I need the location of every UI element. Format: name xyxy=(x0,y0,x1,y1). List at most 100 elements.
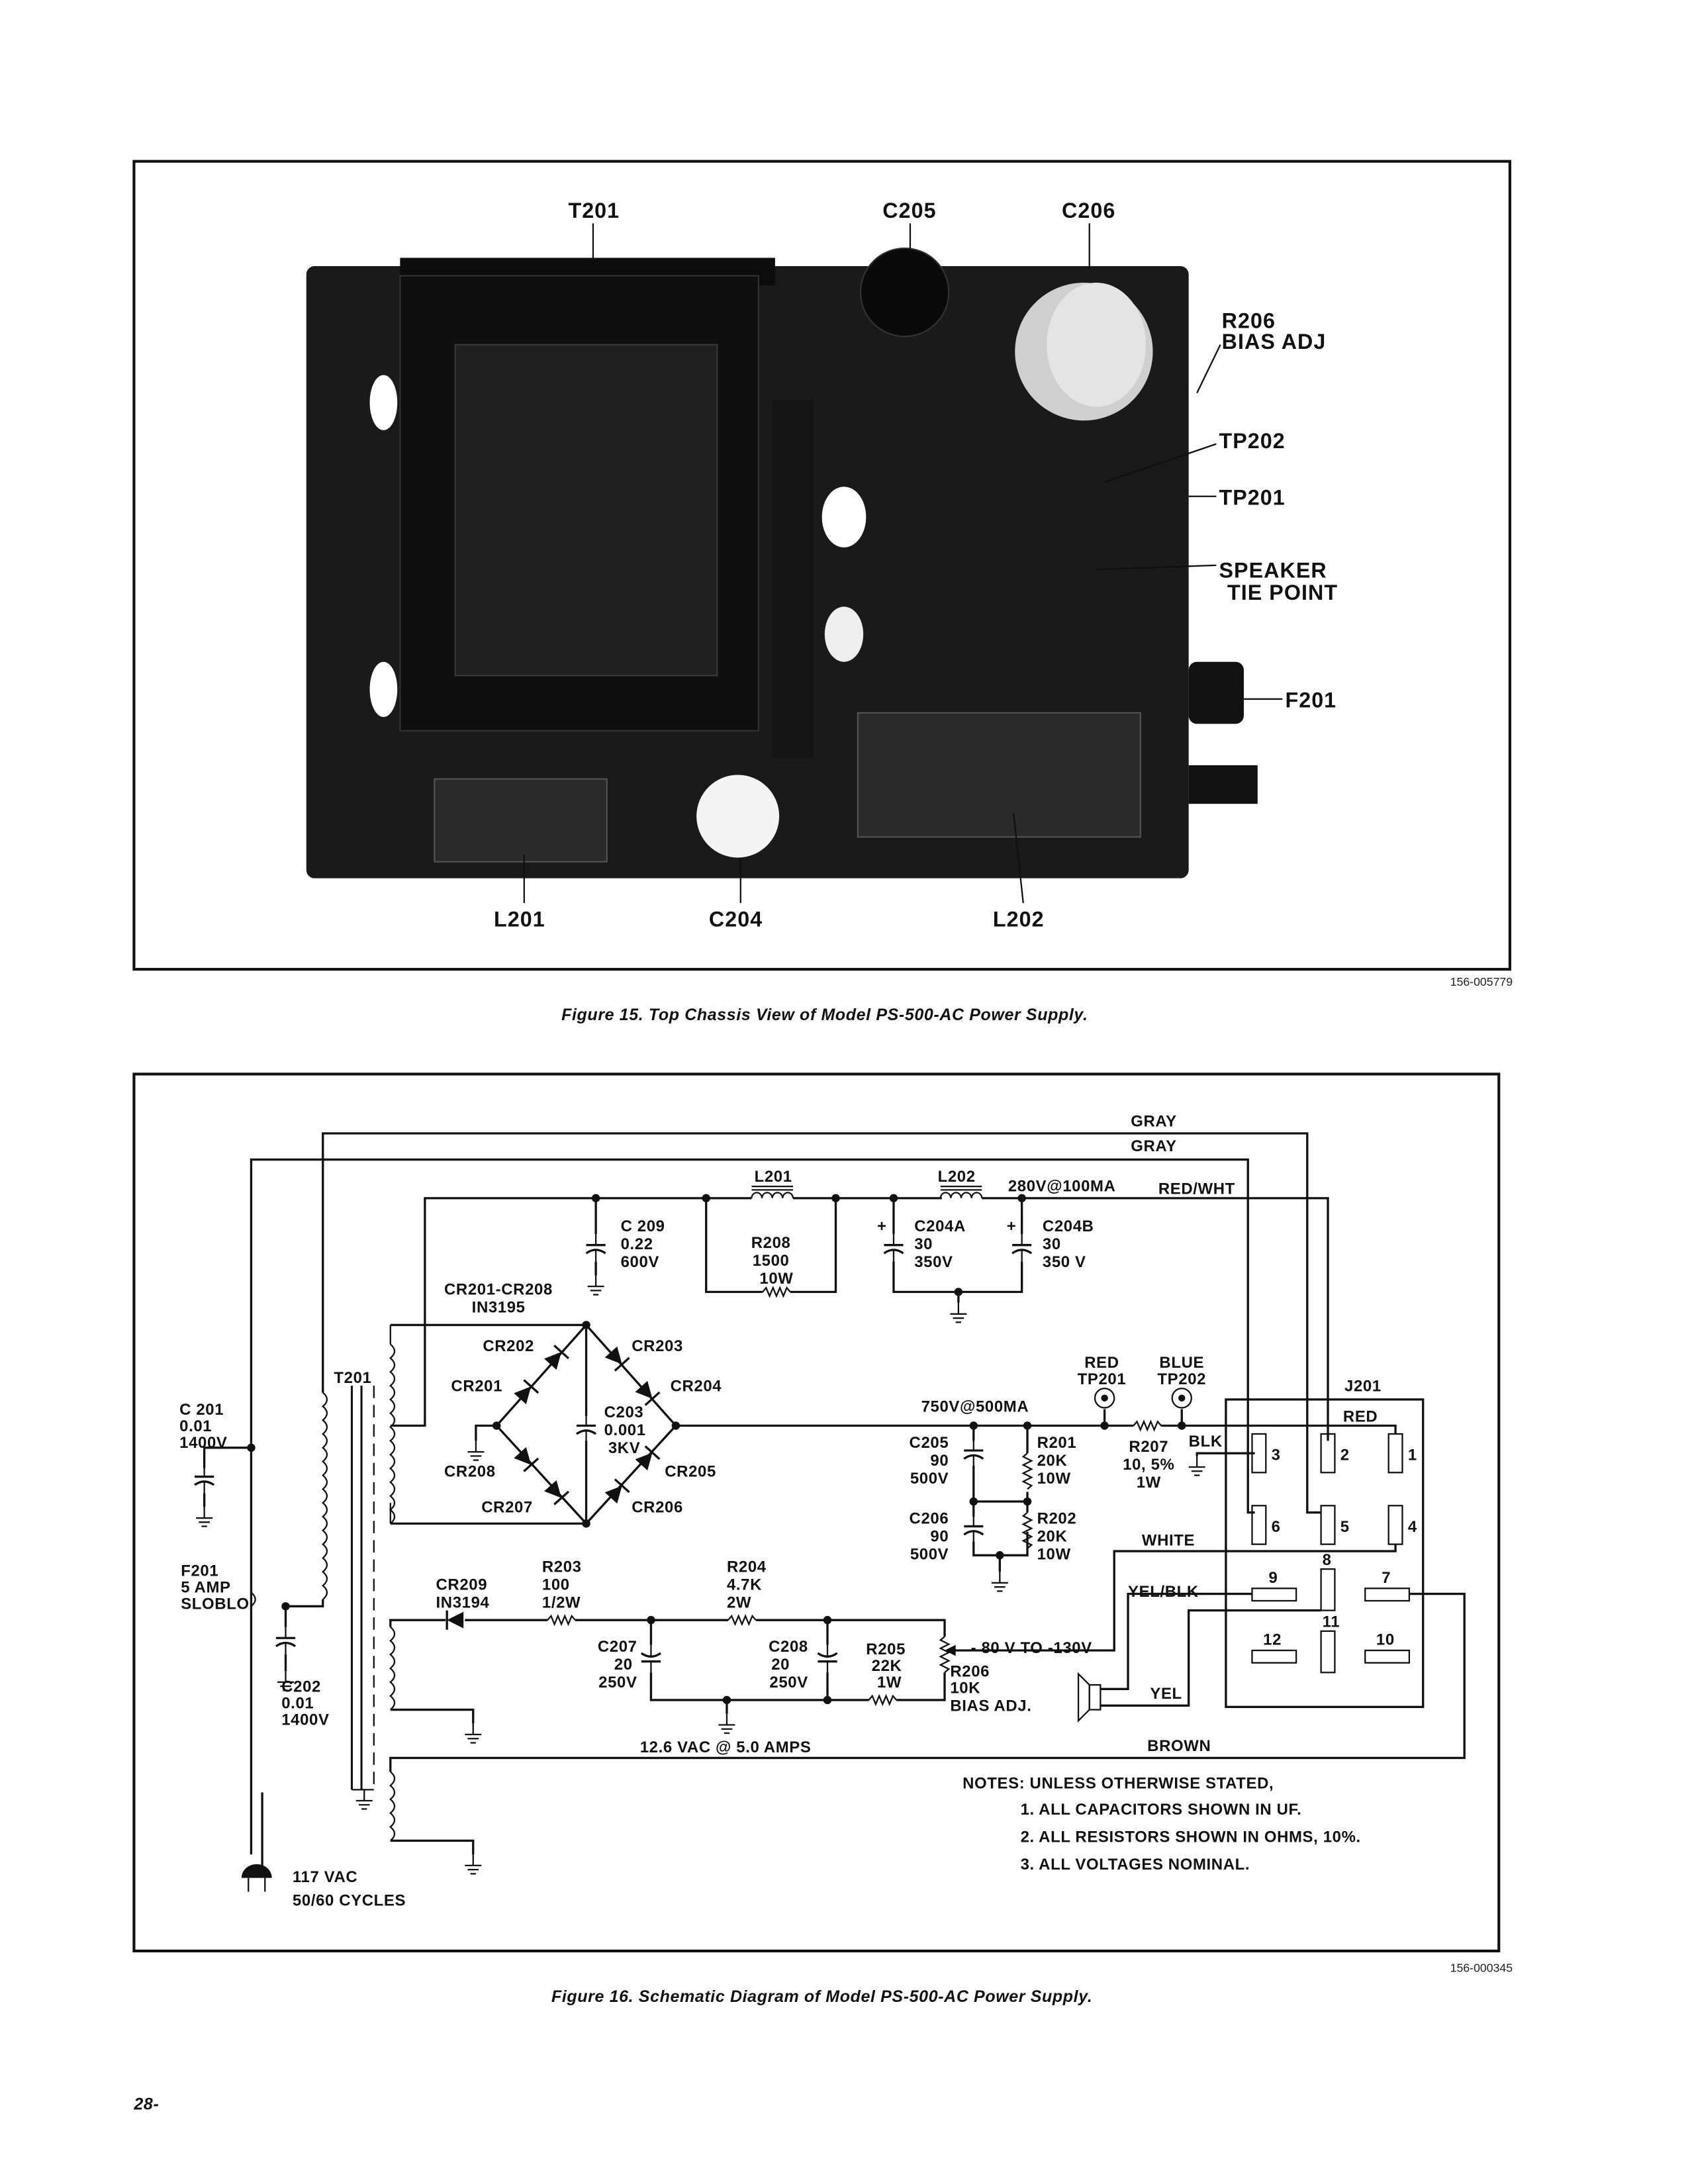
label-cr208: CR208 xyxy=(444,1463,496,1481)
label-c204: C204 xyxy=(709,908,763,931)
c207-voltage: 250V xyxy=(598,1674,637,1691)
label-r202: R202 20K 10W xyxy=(1037,1509,1076,1564)
c204a-ref: C204A xyxy=(914,1217,966,1235)
figure-15: T201 C205 C206 R206 BIAS ADJ TP202 TP201… xyxy=(132,160,1513,1024)
label-cr203: CR203 xyxy=(632,1337,683,1355)
wire-label-white: WHITE xyxy=(1142,1532,1195,1550)
ground-icon xyxy=(464,1854,483,1875)
plus-sign: + xyxy=(877,1217,887,1235)
capacitor-c207-icon xyxy=(640,1643,662,1674)
r204-ref: R204 xyxy=(727,1558,767,1576)
c201-voltage: 1400V xyxy=(179,1434,227,1452)
resistor-r201-icon xyxy=(1022,1452,1033,1490)
r205-value: 22K xyxy=(872,1657,902,1675)
tp201-ref: TP201 xyxy=(1078,1370,1127,1388)
fuse-f201-icon xyxy=(250,1591,256,1607)
label-r203: R203 100 1/2W xyxy=(542,1558,581,1611)
resistor-r205-icon xyxy=(868,1695,898,1705)
figure-16-caption: Figure 16. Schematic Diagram of Model PS… xyxy=(551,1987,1092,2006)
ground-icon xyxy=(464,1723,483,1744)
ground-icon xyxy=(355,1789,373,1810)
f201-rating: 5 AMP xyxy=(181,1579,230,1597)
r201-value: 20K xyxy=(1037,1452,1068,1470)
c202-value: 0.01 xyxy=(281,1694,314,1712)
voltage-280v: 280V@100MA xyxy=(1008,1177,1116,1195)
ground-icon xyxy=(990,1571,1009,1592)
c209-voltage: 600V xyxy=(621,1253,659,1271)
r205-ref: R205 xyxy=(866,1640,906,1658)
label-r204: R204 4.7K 2W xyxy=(727,1558,767,1611)
r204-value: 4.7K xyxy=(727,1576,762,1593)
label-tie-point: TIE POINT xyxy=(1227,581,1338,604)
pin-8: 8 xyxy=(1323,1551,1332,1569)
speaker-icon xyxy=(1077,1672,1102,1723)
capacitor-c204a-icon xyxy=(882,1233,905,1263)
label-r205: R205 22K 1W xyxy=(866,1640,906,1691)
transformer-t201 xyxy=(321,1325,396,1842)
c204b-ref: C204B xyxy=(1043,1217,1094,1235)
capacitor-c205-icon xyxy=(962,1438,985,1468)
r207-value: 10, 5% xyxy=(1123,1456,1174,1474)
label-bias-adj: BIAS ADJ xyxy=(1222,330,1327,354)
label-cr204: CR204 xyxy=(671,1377,722,1395)
c209-value: 0.22 xyxy=(621,1235,653,1253)
wiper-arrow-icon xyxy=(945,1644,956,1656)
line-voltage: 117 VAC xyxy=(293,1868,357,1886)
r208-value: 1500 xyxy=(753,1252,790,1270)
capacitor-c204b-icon xyxy=(1011,1233,1033,1263)
test-point-tp201-icon xyxy=(1094,1388,1115,1409)
wire-label-yel: YEL xyxy=(1150,1685,1182,1703)
pin-4: 4 xyxy=(1408,1518,1417,1536)
label-t201: T201 xyxy=(568,199,620,222)
c203-value: 0.001 xyxy=(604,1421,646,1439)
label-l202: L202 xyxy=(938,1168,976,1186)
r206-ref: R206 xyxy=(950,1663,990,1681)
r202-power: 10W xyxy=(1037,1546,1071,1564)
label-j201: J201 xyxy=(1344,1377,1382,1395)
ground-icon xyxy=(195,1506,214,1527)
wire-label-gray-1: GRAY xyxy=(1131,1113,1176,1131)
test-point-tp202-icon xyxy=(1171,1388,1192,1409)
figure-16-frame xyxy=(132,1072,1501,1953)
capacitor-c203-icon xyxy=(575,1413,597,1444)
f201-type: SLOBLO xyxy=(181,1595,250,1613)
wire-label-red: RED xyxy=(1343,1407,1378,1425)
notes-heading: NOTES: UNLESS OTHERWISE STATED, xyxy=(962,1774,1274,1792)
pin-6: 6 xyxy=(1272,1518,1281,1536)
r205-power: 1W xyxy=(877,1674,902,1691)
c202-voltage: 1400V xyxy=(281,1711,329,1729)
label-cr-part: IN3195 xyxy=(472,1299,526,1317)
label-c207: C207 20 250V xyxy=(598,1638,637,1691)
label-r207: R207 10, 5% 1W xyxy=(1123,1438,1174,1492)
inductor-l202-icon xyxy=(939,1186,983,1200)
c203-ref: C203 xyxy=(604,1403,644,1421)
label-speaker: SPEAKER xyxy=(1219,559,1327,583)
pin-7: 7 xyxy=(1382,1569,1391,1587)
c204b-voltage: 350 V xyxy=(1043,1253,1086,1271)
r203-power: 1/2W xyxy=(542,1593,581,1611)
label-c201: C 201 0.01 1400V xyxy=(179,1401,227,1452)
junction-dots xyxy=(247,1194,1186,1705)
c201-ref: C 201 xyxy=(179,1401,224,1419)
resistor-r204-icon xyxy=(727,1615,757,1625)
figure-15-caption: Figure 15. Top Chassis View of Model PS-… xyxy=(561,1006,1088,1024)
label-r206: R206 10K BIAS ADJ. xyxy=(950,1663,1031,1715)
callout-pointers xyxy=(523,223,1283,904)
resistor-r208-icon xyxy=(761,1287,791,1297)
wire-label-red-wht: RED/WHT xyxy=(1158,1180,1235,1198)
capacitor-c202-icon xyxy=(275,1625,297,1656)
c207-value: 20 xyxy=(614,1656,633,1674)
label-f201: F201 5 AMP SLOBLO xyxy=(181,1562,250,1613)
label-cr207: CR207 xyxy=(481,1499,533,1517)
c205-voltage: 500V xyxy=(910,1470,949,1488)
c203-voltage: 3KV xyxy=(608,1439,640,1457)
r207-power: 1W xyxy=(1137,1474,1161,1492)
resistor-r207-icon xyxy=(1133,1421,1162,1431)
c205-ref: C205 xyxy=(910,1434,949,1452)
label-r201: R201 20K 10W xyxy=(1037,1434,1076,1488)
page-number: 28- xyxy=(133,2095,159,2114)
label-c203: C203 0.001 3KV xyxy=(604,1403,646,1457)
label-t201: T201 xyxy=(334,1369,371,1387)
capacitor-c201-icon xyxy=(193,1464,215,1495)
r203-value: 100 xyxy=(542,1576,570,1593)
